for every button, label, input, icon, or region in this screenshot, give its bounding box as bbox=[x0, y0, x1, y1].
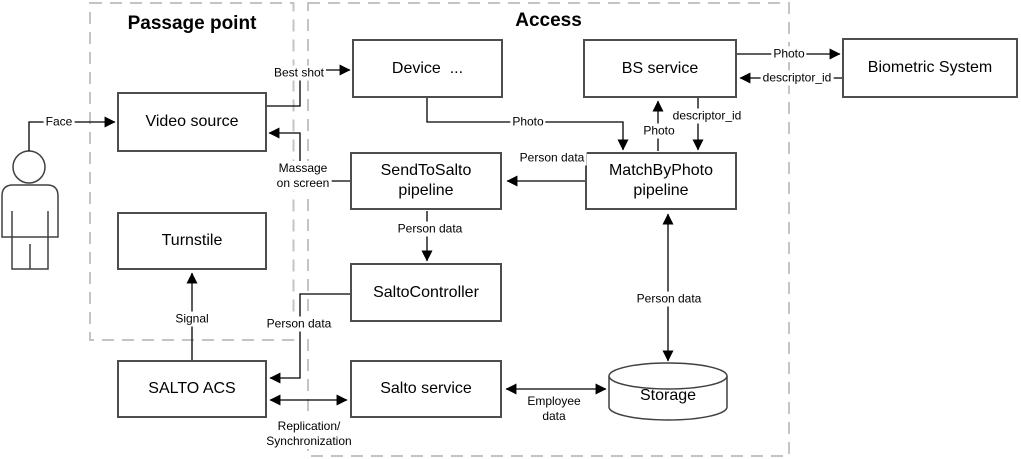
passage-point-title: Passage point bbox=[127, 13, 257, 34]
edge-label-person-data-controller: Person data bbox=[395, 221, 465, 237]
edge-label-photo-biometric: Photo bbox=[771, 46, 807, 62]
node-bs-service-label: BS service bbox=[621, 59, 699, 77]
node-salto-service-label: Salto service bbox=[380, 380, 472, 397]
edge-label-person-data-match: Person data bbox=[517, 150, 587, 166]
edge-label-replication-line1: Replication/ bbox=[277, 419, 341, 433]
edge-label-person-data-storage: Person data bbox=[634, 291, 704, 307]
edge-label-massage-line2: on screen bbox=[276, 176, 330, 190]
edge-label-massage-line1: Massage bbox=[278, 161, 328, 175]
edge-label-best-shot: Best shot bbox=[271, 65, 327, 81]
node-matchbyphoto-pipeline: MatchByPhoto pipeline bbox=[585, 152, 737, 210]
node-saltocontroller: SaltoController bbox=[350, 263, 502, 322]
edge-label-replication-line2: Synchronization bbox=[266, 434, 352, 448]
person-icon bbox=[1, 150, 59, 270]
node-biometric-system: Biometric System bbox=[842, 38, 1018, 98]
node-matchbyphoto-line1: MatchByPhoto bbox=[608, 162, 714, 179]
edge-label-descriptor-id-biometric: descriptor_id bbox=[760, 70, 834, 86]
node-turnstile-label: Turnstile bbox=[161, 232, 223, 249]
node-sendtosalto-line1: SendToSalto bbox=[380, 162, 472, 179]
edge-person-data-controller-to-acs bbox=[269, 293, 350, 384]
edge-label-photo-device: Photo bbox=[510, 114, 546, 130]
node-video-source-label: Video source bbox=[145, 113, 239, 130]
edge-face bbox=[28, 116, 116, 151]
edge-label-face: Face bbox=[43, 114, 75, 130]
node-sendtosalto-line2: pipeline bbox=[398, 182, 454, 199]
edge-label-photo-up: Photo bbox=[641, 123, 677, 139]
node-salto-service: Salto service bbox=[350, 360, 502, 418]
edge-label-employee-line1: Employee bbox=[527, 394, 581, 408]
node-saltocontroller-label: SaltoController bbox=[373, 283, 479, 301]
edge-label-replication: Replication/ Synchronization bbox=[264, 419, 354, 449]
node-device: Device ... bbox=[352, 39, 503, 98]
node-device-label: Device ... bbox=[391, 59, 464, 77]
edge-label-signal: Signal bbox=[173, 311, 211, 327]
node-bs-service: BS service bbox=[583, 39, 737, 98]
edge-label-massage-on-screen: Massage on screen bbox=[274, 161, 332, 191]
node-salto-acs: SALTO ACS bbox=[117, 360, 267, 418]
node-matchbyphoto-line2: pipeline bbox=[633, 182, 689, 199]
access-title: Access bbox=[515, 10, 582, 31]
node-salto-acs-label: SALTO ACS bbox=[148, 380, 236, 397]
node-turnstile: Turnstile bbox=[117, 212, 267, 270]
node-sendtosalto-pipeline: SendToSalto pipeline bbox=[350, 152, 502, 210]
edge-label-employee-line2: data bbox=[542, 409, 566, 423]
access-container-border bbox=[307, 2, 790, 457]
node-storage-label: Storage bbox=[639, 387, 697, 404]
edge-label-person-data-acs: Person data bbox=[264, 316, 334, 332]
edge-label-employee-data: Employee data bbox=[525, 394, 583, 424]
node-video-source: Video source bbox=[117, 92, 267, 152]
node-biometric-system-label: Biometric System bbox=[867, 59, 993, 76]
storage-cylinder bbox=[608, 362, 728, 421]
edge-label-descriptor-id-down: descriptor_id bbox=[670, 108, 744, 124]
